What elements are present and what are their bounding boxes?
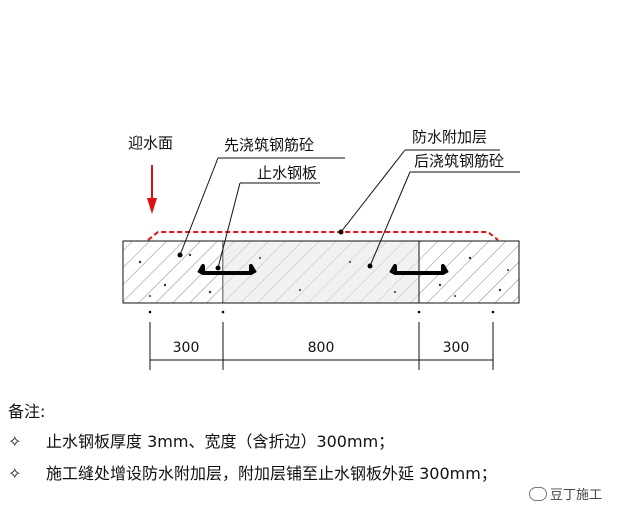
note-text: 施工缝处增设防水附加层，附加层铺至止水钢板外延 300mm； [46, 464, 497, 483]
water-face-label: 迎水面 [128, 134, 173, 152]
aggregate-dots [138, 253, 509, 297]
note-item-thickness: ✧ 止水钢板厚度 3mm、宽度（含折边）300mm； [8, 426, 618, 458]
note-item-waterproof: ✧ 施工缝处增设防水附加层，附加层铺至止水钢板外延 300mm； [8, 458, 618, 490]
note-text: 止水钢板厚度 3mm、宽度（含折边）300mm； [46, 432, 395, 451]
water-stop-plate-left [197, 264, 257, 275]
dimension-left: 300 [173, 340, 200, 356]
waterproof-layer-label: 防水附加层 [412, 128, 487, 146]
water-stop-plate-right [389, 264, 449, 275]
leader-dots [177, 252, 373, 271]
bullet-icon: ✧ [8, 464, 22, 483]
dimension-middle: 800 [308, 340, 335, 356]
waterproof-layer-line [147, 231, 499, 241]
post-pour-label: 后浇筑钢筋砼 [414, 152, 504, 170]
dimension-right: 300 [443, 340, 470, 356]
wechat-icon [528, 487, 547, 501]
watermark: 豆丁施工 [524, 483, 606, 504]
notes-section: 备注: ✧ 止水钢板厚度 3mm、宽度（含折边）300mm； ✧ 施工缝处增设防水附… [8, 398, 618, 490]
watermark-text: 豆丁施工 [549, 488, 602, 503]
first-pour-label: 先浇筑钢筋砼 [224, 136, 314, 154]
dimension-lines [149, 322, 494, 370]
water-stop-label: 止水钢板 [257, 164, 317, 182]
leader-lines [179, 149, 520, 269]
notes-title: 备注: [8, 402, 46, 421]
dimension-ticks [148, 310, 495, 314]
bullet-icon: ✧ [8, 432, 22, 451]
construction-joint-diagram: 迎水面 先浇筑钢筋砼 止水钢板 防水附加层 后浇筑钢筋砼 300 800 300 [122, 128, 520, 370]
water-face-arrow-head [147, 198, 157, 214]
